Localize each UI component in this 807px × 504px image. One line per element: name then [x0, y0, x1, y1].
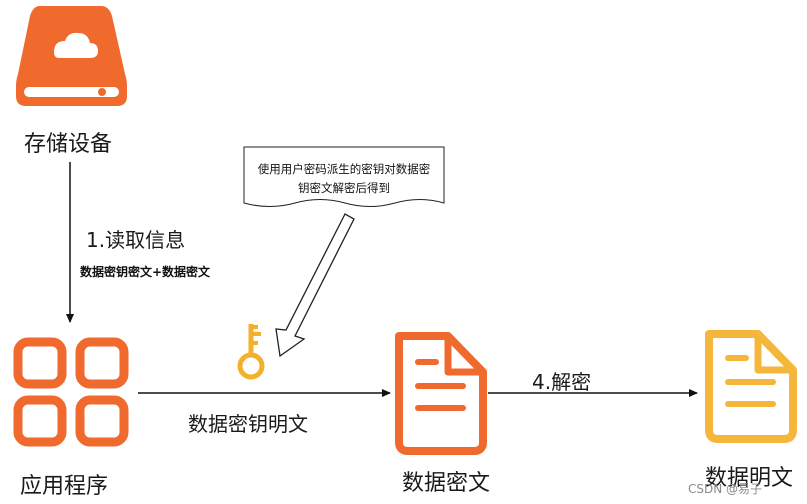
watermark: CSDN @易子 — [688, 482, 763, 496]
storage-label: 存储设备 — [24, 132, 113, 157]
note-pointer-arrow — [275, 213, 355, 358]
note-line-1: 使用用户密码派生的密钥对数据密 — [257, 162, 431, 176]
decrypt-label: 4.解密 — [532, 370, 592, 394]
ciphertext-label: 数据密文 — [402, 471, 491, 496]
note-box — [243, 146, 445, 207]
cloud-storage-drive-icon — [16, 6, 127, 106]
read-step-sublabel: 数据密钥密文+数据密文 — [80, 265, 211, 279]
app-label: 应用程序 — [20, 474, 109, 499]
note-line-2: 钥密文解密后得到 — [298, 181, 390, 195]
key-plaintext-label: 数据密钥明文 — [188, 412, 308, 436]
plaintext-label: 数据明文 — [705, 466, 794, 491]
read-step-label: 1.读取信息 — [86, 228, 186, 252]
key-icon — [237, 324, 265, 380]
ciphertext-document-icon — [395, 332, 487, 455]
note-text: 使用用户密码派生的密钥对数据密 钥密文解密后得到 — [246, 160, 442, 198]
app-grid-icon — [13, 337, 129, 447]
plaintext-document-icon — [705, 330, 797, 443]
